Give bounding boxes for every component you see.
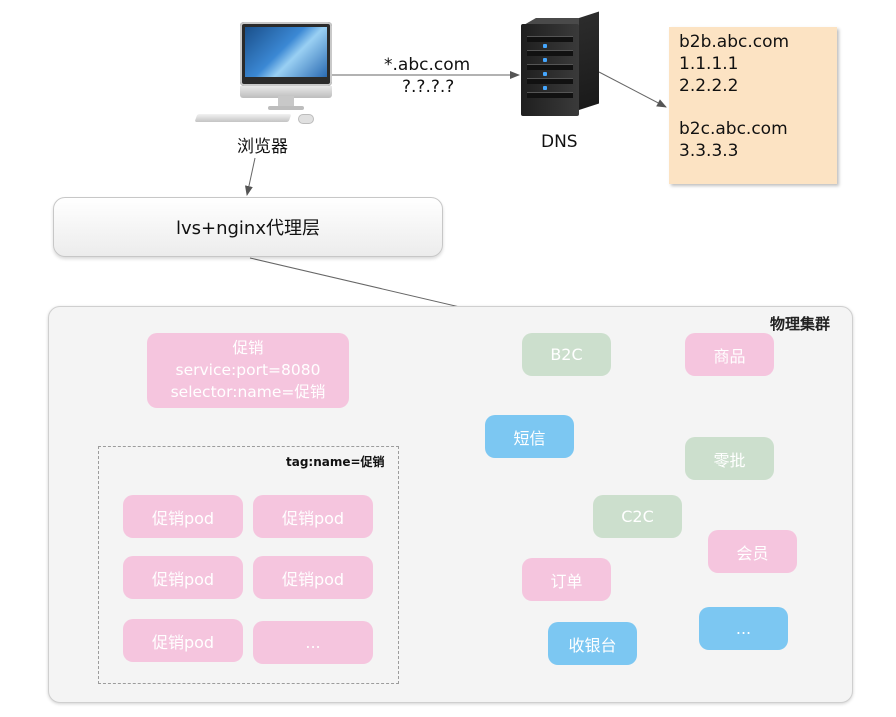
dns-records-note: b2b.abc.com 1.1.1.1 2.2.2.2 b2c.abc.com … [669, 27, 837, 184]
dns-record-line: 2.2.2.2 [679, 76, 739, 96]
arrow-browser-to-proxy [244, 157, 256, 196]
pod-group [98, 446, 399, 684]
proxy-layer: lvs+nginx代理层 [53, 197, 443, 257]
service-retail: 零批 [685, 437, 774, 480]
service-member: 会员 [708, 530, 797, 573]
pod: 促销pod [123, 556, 243, 599]
service-sms: 短信 [485, 415, 574, 458]
service-port: service:port=8080 [175, 361, 321, 379]
promotion-service: 促销 service:port=8080 selector:name=促销 [147, 333, 349, 408]
service-more: ... [699, 607, 788, 650]
request-ip: ?.?.?.? [402, 77, 455, 97]
dns-record-line: b2c.abc.com [679, 119, 788, 139]
proxy-label: lvs+nginx代理层 [175, 218, 320, 239]
service-goods: 商品 [685, 333, 774, 376]
service-b2c: B2C [522, 333, 611, 376]
dns-record-line: b2b.abc.com [679, 32, 790, 52]
pod: 促销pod [123, 619, 243, 662]
browser-label: 浏览器 [237, 137, 288, 157]
pod-more: ... [253, 621, 373, 664]
cluster-title: 物理集群 [770, 315, 831, 333]
service-order: 订单 [522, 558, 611, 601]
service-name: 促销 [232, 339, 264, 357]
pod: 促销pod [123, 495, 243, 538]
arrow-dns-to-records [598, 71, 667, 108]
pod: 促销pod [253, 556, 373, 599]
server-icon [521, 11, 599, 116]
pod: 促销pod [253, 495, 373, 538]
dns-record-line: 1.1.1.1 [679, 54, 739, 74]
request-domain: *.abc.com [384, 55, 471, 75]
service-selector: selector:name=促销 [170, 383, 326, 401]
service-c2c: C2C [593, 495, 682, 538]
pod-group-tag: tag:name=促销 [286, 455, 385, 469]
dns-record-line: 3.3.3.3 [679, 141, 739, 161]
service-cashier: 收银台 [548, 622, 637, 665]
dns-label: DNS [541, 132, 578, 152]
